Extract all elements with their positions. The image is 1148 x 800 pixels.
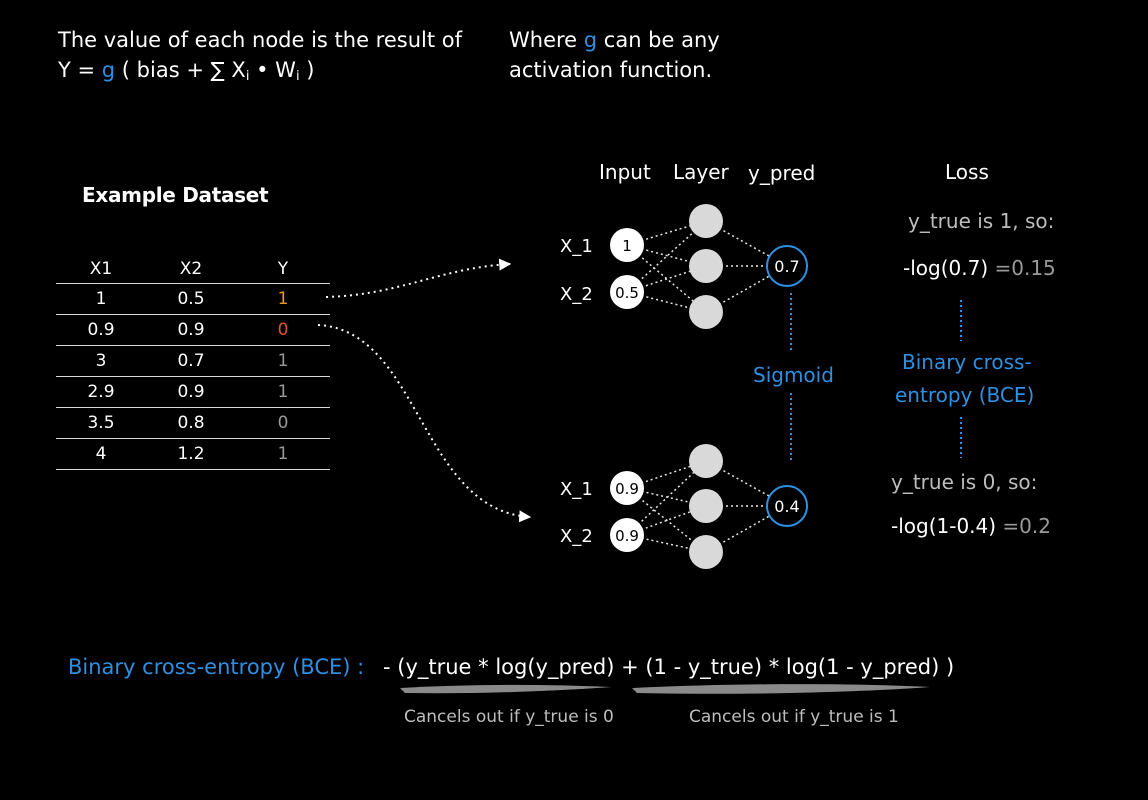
sigmoid-label: Sigmoid <box>753 363 834 387</box>
header-y-pred: y_pred <box>748 161 816 185</box>
bottom-loss-expression: -log(1-0.4) <box>891 514 997 538</box>
underline-right <box>632 684 930 694</box>
formula-header-line1: The value of each node is the result of <box>58 28 463 52</box>
bottom-loss-result: =0.2 <box>1002 514 1051 538</box>
column-header: X2 <box>146 255 236 284</box>
cell-x1: 3 <box>56 345 146 377</box>
bottom-hidden-node <box>689 535 723 569</box>
column-header: X1 <box>56 255 146 284</box>
header-loss: Loss <box>945 160 989 184</box>
cell-x2: 0.9 <box>146 376 236 408</box>
table-row: 3 0.7 1 <box>56 345 330 377</box>
formula-sum: ( bias + ∑ X <box>115 58 246 82</box>
cell-x2: 0.7 <box>146 345 236 377</box>
formula-dot: • W <box>249 58 296 82</box>
cell-y: 1 <box>236 345 330 377</box>
formula-header-line2: Y = g ( bias + ∑ Xi • Wi ) <box>58 58 314 83</box>
cell-y: 1 <box>236 438 330 470</box>
cell-x2: 0.5 <box>146 283 236 315</box>
top-hidden-node <box>689 249 723 283</box>
top-input-node-x2 <box>610 275 644 309</box>
cell-x2: 0.9 <box>146 314 236 346</box>
table-row: 3.5 0.8 0 <box>56 407 330 439</box>
formula-y-prefix: Y = <box>58 58 102 82</box>
note-cancels-right: Cancels out if y_true is 1 <box>689 707 899 727</box>
top-loss-result: =0.15 <box>994 256 1056 280</box>
table-row: 1 0.5 1 <box>56 283 330 315</box>
dataset-title: Example Dataset <box>82 183 269 207</box>
cell-y: 1 <box>236 376 330 408</box>
table-row: 0.9 0.9 0 <box>56 314 330 346</box>
top-x1-label: X_1 <box>560 236 593 257</box>
table-row: 4 1.2 1 <box>56 438 330 470</box>
top-loss: -log(0.7) =0.15 <box>903 256 1056 280</box>
bce-label-line2: entropy (BCE) <box>895 383 1035 407</box>
top-condition: y_true is 1, so: <box>908 209 1055 233</box>
bottom-condition: y_true is 0, so: <box>891 470 1038 494</box>
bce-label-line1: Binary cross- <box>902 350 1032 374</box>
bottom-input-node-x2 <box>610 518 644 552</box>
top-x2-value: 0.5 <box>615 284 639 302</box>
header-layer: Layer <box>673 160 729 184</box>
subscript-i: i <box>295 69 300 84</box>
column-header: Y <box>236 255 330 284</box>
cell-x2: 1.2 <box>146 438 236 470</box>
row2-arrow <box>317 324 532 523</box>
underline-left <box>400 684 612 694</box>
cell-x2: 0.8 <box>146 407 236 439</box>
bottom-hidden-node <box>689 444 723 478</box>
top-hidden-node <box>689 295 723 329</box>
activation-g: g <box>101 58 116 82</box>
bottom-output-node <box>766 485 808 527</box>
bottom-output-value: 0.4 <box>774 497 799 516</box>
cell-x1: 0.9 <box>56 314 146 346</box>
subscript-i: i <box>245 69 250 84</box>
note-cancels-left: Cancels out if y_true is 0 <box>404 707 614 727</box>
header-input: Input <box>599 160 651 184</box>
top-x2-label: X_2 <box>560 284 593 305</box>
top-input-node-x1 <box>610 228 644 262</box>
cell-y: 0 <box>236 407 330 439</box>
bottom-x2-label: X_2 <box>560 526 593 547</box>
cell-x1: 2.9 <box>56 376 146 408</box>
activation-g: g <box>583 28 598 52</box>
bce-formula-label: Binary cross-entropy (BCE) : <box>68 655 365 679</box>
bce-formula-expression: - (y_true * log(y_pred) + (1 - y_true) *… <box>383 655 955 679</box>
bottom-loss: -log(1-0.4) =0.2 <box>891 514 1051 538</box>
bottom-hidden-node <box>689 489 723 523</box>
cell-x1: 4 <box>56 438 146 470</box>
bottom-input-node-x1 <box>610 471 644 505</box>
activation-note-line1: Where g can be any <box>509 28 720 52</box>
top-hidden-node <box>689 204 723 238</box>
bottom-x2-value: 0.9 <box>615 527 639 545</box>
cell-y-highlight: 0 <box>236 314 330 346</box>
row1-arrow <box>325 258 512 298</box>
cell-y-highlight: 1 <box>236 283 330 315</box>
activation-note-line2: activation function. <box>509 58 713 82</box>
top-loss-expression: -log(0.7) <box>903 256 989 280</box>
top-output-value: 0.7 <box>774 257 799 276</box>
cell-x1: 1 <box>56 283 146 315</box>
top-output-node <box>766 245 808 287</box>
cell-x1: 3.5 <box>56 407 146 439</box>
top-x1-value: 1 <box>622 237 632 255</box>
dataset-table: X1 X2 Y 1 0.5 1 0.9 0.9 0 3 0.7 1 2.9 0.… <box>56 255 330 470</box>
bottom-x1-value: 0.9 <box>615 480 639 498</box>
table-header-row: X1 X2 Y <box>56 255 330 284</box>
bottom-x1-label: X_1 <box>560 479 593 500</box>
formula-close: ) <box>299 58 315 82</box>
table-row: 2.9 0.9 1 <box>56 376 330 408</box>
